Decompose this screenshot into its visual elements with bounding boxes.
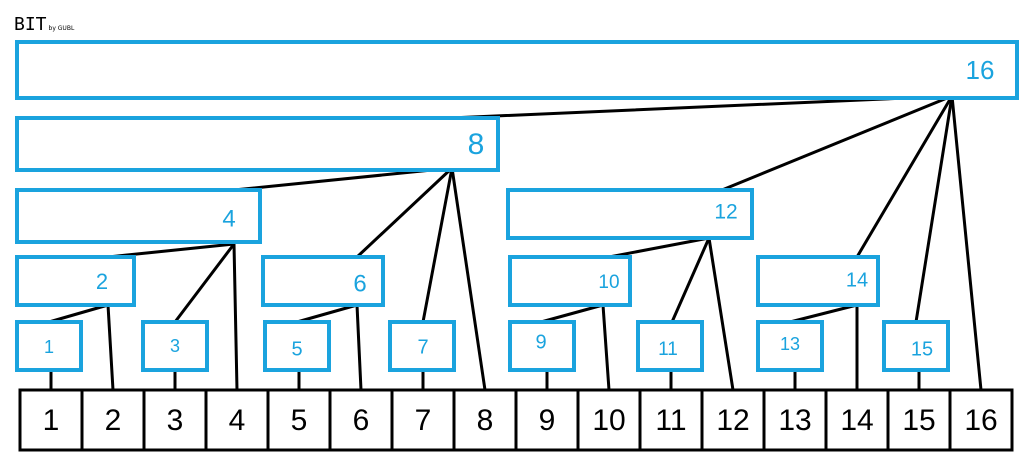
- drop-line-4: [232, 242, 239, 392]
- array-cell-11: [638, 388, 704, 452]
- edge-10-to-12: [607, 236, 711, 259]
- edge-15-to-16: [914, 94, 954, 324]
- edge-5-to-6: [295, 303, 359, 324]
- array-cell-6-label: 6: [353, 404, 370, 437]
- drop-line-2: [106, 303, 115, 392]
- edge-layer: [47, 94, 983, 392]
- tree-node-9-label: 9: [535, 331, 546, 353]
- tree-node-6-box: [261, 255, 385, 307]
- edge-3-to-4: [173, 242, 236, 324]
- tree-node-2-box: [15, 255, 136, 307]
- edge-7-to-8: [421, 166, 454, 324]
- tree-node-11-box: [636, 320, 704, 372]
- tree-node-13-box: [756, 320, 824, 372]
- tree-node-8-label: 8: [468, 128, 485, 161]
- edge-9-to-10: [539, 303, 605, 324]
- tree-node-14-label: 14: [846, 269, 868, 291]
- array-cell-7-label: 7: [415, 404, 432, 437]
- array-cell-14: [824, 388, 890, 452]
- tree-node-7-label: 7: [417, 336, 428, 358]
- drop-line-16: [950, 94, 983, 392]
- drop-line-6: [355, 303, 363, 392]
- tree-node-10-box: [508, 255, 632, 307]
- tree-node-7-box: [388, 320, 456, 372]
- edge-14-to-16: [855, 94, 954, 259]
- tree-node-16-label: 16: [966, 55, 995, 85]
- tree-node-1-box: [15, 320, 83, 372]
- array-cell-2: [80, 388, 146, 452]
- array-cell-4: [204, 388, 270, 452]
- array-cell-15-label: 15: [902, 404, 935, 437]
- title-text: BIT: [14, 14, 47, 35]
- edge-11-to-12: [670, 236, 711, 324]
- tree-node-15-label: 15: [911, 338, 933, 360]
- tree-node-14-box: [756, 255, 880, 307]
- tree-node-1-label: 1: [44, 337, 54, 357]
- edge-12-to-16: [720, 94, 954, 192]
- tree-node-4-box: [15, 188, 262, 244]
- array-cell-9-label: 9: [539, 404, 556, 437]
- title-byline: by GUBL: [48, 25, 75, 32]
- array-cell-13-label: 13: [778, 404, 811, 437]
- tree-node-4-label: 4: [222, 205, 235, 232]
- edge-13-to-14: [788, 303, 859, 324]
- array-cell-1-label: 1: [43, 404, 60, 437]
- tree-node-3-box: [141, 320, 209, 372]
- array-cell-6: [328, 388, 394, 452]
- tree-node-5-label: 5: [291, 338, 302, 360]
- array-cell-13: [762, 388, 828, 452]
- array-cell-4-label: 4: [229, 404, 246, 437]
- array-cell-3-label: 3: [167, 404, 184, 437]
- tree-node-8-box: [15, 116, 500, 172]
- array-cell-16-label: 16: [964, 404, 997, 437]
- tree-node-15-box: [882, 320, 950, 372]
- array-cell-10: [576, 388, 642, 452]
- array-cell-9: [514, 388, 580, 452]
- array-cell-11-label: 11: [655, 404, 686, 437]
- array-cell-7: [390, 388, 456, 452]
- array-cell-16: [948, 388, 1014, 452]
- tree-node-16-box: [15, 40, 1019, 100]
- tree-node-11-label: 11: [658, 339, 678, 360]
- tree-node-10-label: 10: [598, 272, 619, 293]
- array-cell-1: [18, 388, 84, 452]
- array-cell-2-label: 2: [105, 404, 122, 437]
- array-cell-12-label: 12: [716, 404, 749, 437]
- array-cell-10-label: 10: [592, 404, 625, 437]
- tree-node-6-label: 6: [353, 270, 366, 297]
- tree-node-5-box: [263, 320, 331, 372]
- array-cell-5-label: 5: [291, 404, 308, 437]
- drop-line-12: [707, 236, 735, 392]
- tree-node-3-label: 3: [170, 336, 180, 356]
- array-cell-15: [886, 388, 952, 452]
- tree-node-2-label: 2: [96, 269, 108, 294]
- tree-node-13-label: 13: [780, 334, 800, 354]
- edge-1-to-2: [47, 303, 110, 324]
- tree-node-12-label: 12: [714, 201, 737, 224]
- array-cell-5: [266, 388, 332, 452]
- edge-2-to-4: [106, 242, 236, 259]
- edge-6-to-8: [355, 166, 454, 259]
- tree-node-12-box: [506, 188, 754, 240]
- array-cell-14-label: 14: [840, 404, 873, 437]
- drop-line-8: [450, 166, 487, 392]
- array-cell-8-label: 8: [477, 404, 494, 437]
- drop-line-10: [601, 303, 611, 392]
- tree-node-9-box: [508, 320, 576, 372]
